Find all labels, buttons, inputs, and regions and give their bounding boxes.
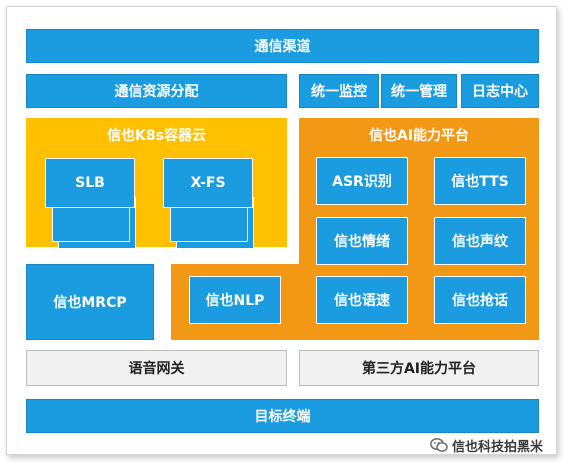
tts-box: 信也TTS [434, 157, 526, 205]
resource-allocation-box: 通信资源分配 [26, 74, 287, 108]
asr-label: ASR识别 [332, 174, 392, 190]
resource-allocation-label: 通信资源分配 [114, 84, 199, 100]
ai-platform-title: 信也AI能力平台 [299, 121, 539, 149]
mrcp-box: 信也MRCP [26, 264, 154, 340]
voiceprint-label: 信也声纹 [452, 234, 508, 250]
voiceprint-box: 信也声纹 [434, 217, 526, 265]
k8s-cloud-panel: 信也K8s容器云 SLB X-FS [26, 118, 287, 249]
slb-box: SLB [45, 158, 135, 208]
watermark: 信也科技拍黑米 [430, 436, 566, 455]
mrcp-label: 信也MRCP [53, 295, 127, 311]
communication-channel-bar: 通信渠道 [26, 29, 539, 63]
third-party-ai-box: 第三方AI能力平台 [299, 350, 539, 386]
xfs-box: X-FS [163, 158, 253, 208]
slb-label: SLB [75, 175, 105, 191]
emotion-box: 信也情绪 [316, 217, 408, 265]
interrupt-box: 信也抢话 [434, 276, 526, 324]
unified-management-box: 统一管理 [381, 74, 457, 108]
xfs-label: X-FS [190, 175, 226, 191]
emotion-label: 信也情绪 [334, 234, 390, 250]
log-center-box: 日志中心 [461, 74, 539, 108]
communication-channel-label: 通信渠道 [254, 39, 311, 55]
nlp-label: 信也NLP [205, 293, 265, 309]
nlp-box: 信也NLP [189, 276, 281, 324]
log-center-label: 日志中心 [472, 84, 528, 100]
asr-box: ASR识别 [316, 157, 408, 205]
third-party-ai-label: 第三方AI能力平台 [361, 361, 477, 377]
ai-platform-title-text: 信也AI能力平台 [368, 128, 470, 144]
k8s-cloud-title-text: 信也K8s容器云 [107, 128, 206, 144]
chat-bubble-icon [430, 438, 448, 452]
unified-monitoring-label: 统一监控 [311, 84, 367, 100]
tts-label: 信也TTS [451, 174, 509, 190]
target-terminal-bar: 目标终端 [26, 399, 539, 433]
watermark-text: 信也科技拍黑米 [452, 439, 544, 455]
speech-rate-label: 信也语速 [334, 293, 390, 309]
unified-management-label: 统一管理 [391, 84, 447, 100]
voice-gateway-box: 语音网关 [26, 350, 287, 386]
target-terminal-label: 目标终端 [254, 409, 311, 425]
speech-rate-box: 信也语速 [316, 276, 408, 324]
interrupt-label: 信也抢话 [452, 293, 508, 309]
voice-gateway-label: 语音网关 [128, 361, 185, 377]
k8s-cloud-title: 信也K8s容器云 [26, 121, 287, 149]
unified-monitoring-box: 统一监控 [299, 74, 379, 108]
